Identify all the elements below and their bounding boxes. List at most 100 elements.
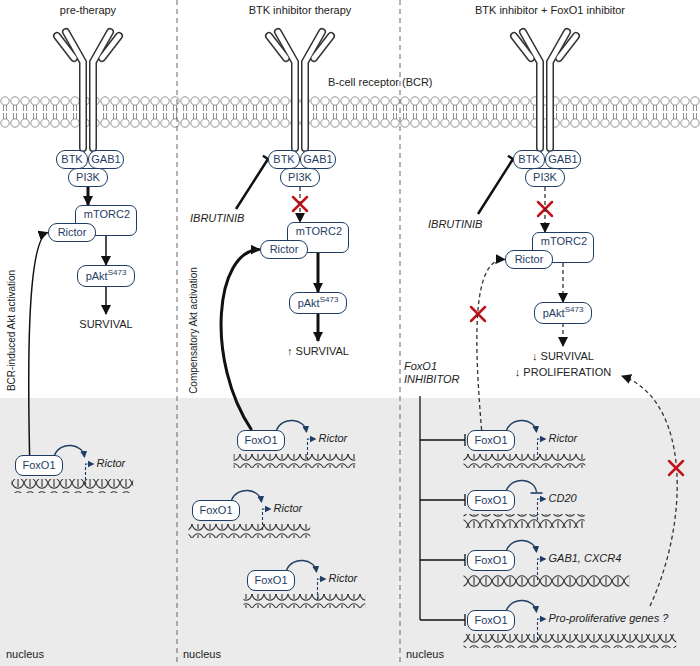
block-mark <box>293 197 683 475</box>
transcription-arrow <box>538 439 546 460</box>
factor-box: FoxO1 <box>247 570 294 591</box>
transcription-arrow <box>263 509 271 530</box>
superscript-text: S473 <box>108 268 127 277</box>
superscript-text: S473 <box>320 295 339 304</box>
signal-protein: GAB1 <box>88 150 124 169</box>
nucleus-region <box>0 398 700 666</box>
factor-box: FoxO1 <box>467 430 514 451</box>
factor-box: FoxO1 <box>192 500 239 521</box>
rictor-pill: Rictor <box>505 250 554 269</box>
bcr-symbol <box>269 32 331 148</box>
gene-name: Rictor <box>319 432 348 445</box>
signal-protein: PI3K <box>525 168 565 187</box>
factor-box: FoxO1 <box>467 610 514 631</box>
dna-helix <box>233 454 355 468</box>
signal-protein: BTK <box>56 150 88 169</box>
gene-name: GAB1, CXCR4 <box>549 552 622 565</box>
connector-arrow <box>105 236 107 265</box>
dna-helix <box>463 454 585 468</box>
panel-divider <box>177 0 400 666</box>
dna-helix <box>463 574 629 588</box>
dna-helix <box>243 594 365 608</box>
transcription-arrow <box>538 559 546 580</box>
node-text: BTK <box>61 153 82 165</box>
membrane <box>0 96 700 128</box>
pathway-label: Compensatory Akt activation <box>186 267 199 394</box>
dna-helix <box>11 479 133 493</box>
signal-protein: BTK <box>268 150 300 169</box>
text-label: ↓ PROLIFERATION <box>515 366 611 379</box>
rictor-pill: Rictor <box>48 223 97 242</box>
signal-protein: PI3K <box>68 168 108 187</box>
text-label: pre-therapy <box>60 4 116 17</box>
node-text: mTORC2 <box>541 235 587 247</box>
node-text: pAkt <box>543 307 565 319</box>
rictor-pill: Rictor <box>260 240 309 259</box>
text-label: nucleus <box>6 648 44 661</box>
gene-name: Rictor <box>549 432 578 445</box>
node-text: mTORC2 <box>296 225 342 237</box>
transcription-arrow <box>86 464 94 485</box>
node-text: Rictor <box>58 226 87 238</box>
connector-arrow <box>562 263 563 302</box>
factor-box: FoxO1 <box>467 490 514 511</box>
inhibitor-branches <box>420 396 465 626</box>
dna-helix <box>463 634 676 648</box>
gene-name: Rictor <box>329 572 358 585</box>
gene-name: CD20 <box>549 492 577 505</box>
text-label: B-cell receptor (BCR) <box>328 76 433 89</box>
node-text: PI3K <box>288 171 312 183</box>
text-label: ↑ SURVIVAL <box>287 345 349 358</box>
kinase-box: pAktS473 <box>534 302 593 324</box>
node-text: GAB1 <box>548 153 577 165</box>
signal-protein: BTK <box>513 150 545 169</box>
gene-name: Rictor <box>274 502 303 515</box>
gene-name: Pro-proliferative genes ? <box>549 612 669 625</box>
node-text: BTK <box>273 153 294 165</box>
superscript-text: S473 <box>565 305 584 314</box>
connector-arrow <box>317 253 320 292</box>
connector-arrow <box>29 233 48 456</box>
factor-box: FoxO1 <box>15 455 62 476</box>
connector-arrow <box>477 259 505 430</box>
bcr-symbol <box>57 32 119 148</box>
node-text: BTK <box>518 153 539 165</box>
text-label: nucleus <box>406 648 444 661</box>
node-text: pAkt <box>86 270 108 282</box>
bcr-symbol <box>514 32 576 148</box>
connector-arrow <box>87 187 90 205</box>
node-text: FoxO1 <box>474 554 507 566</box>
node-text: PI3K <box>533 171 557 183</box>
drug-label: FoxO1 INHIBITOR <box>404 360 466 386</box>
node-text: FoxO1 <box>199 504 232 516</box>
node-text: FoxO1 <box>474 434 507 446</box>
node-text: Rictor <box>270 243 299 255</box>
node-text: pAkt <box>298 297 320 309</box>
transcription-arrow <box>538 619 546 640</box>
node-text: FoxO1 <box>254 574 287 586</box>
node-text: FoxO1 <box>22 459 55 471</box>
node-text: GAB1 <box>91 153 120 165</box>
connector-arrow <box>544 187 545 232</box>
factor-box: FoxO1 <box>467 550 514 571</box>
transcription-arrow <box>308 439 316 460</box>
text-label: BTK inhibitor therapy <box>249 4 352 17</box>
kinase-box: pAktS473 <box>77 265 136 287</box>
gene-name: Rictor <box>97 457 126 470</box>
transcription-arrow <box>538 499 546 520</box>
drug-label: IBRUTINIB <box>428 218 482 231</box>
factor-box: FoxO1 <box>237 430 284 451</box>
node-text: Rictor <box>515 253 544 265</box>
signal-protein: PI3K <box>280 168 320 187</box>
node-text: FoxO1 <box>244 434 277 446</box>
node-text: mTORC2 <box>84 208 130 220</box>
signal-protein: GAB1 <box>300 150 336 169</box>
connector-arrow <box>299 187 300 222</box>
connector-arrow <box>221 250 260 431</box>
text-label: nucleus <box>183 648 221 661</box>
node-text: FoxO1 <box>474 494 507 506</box>
